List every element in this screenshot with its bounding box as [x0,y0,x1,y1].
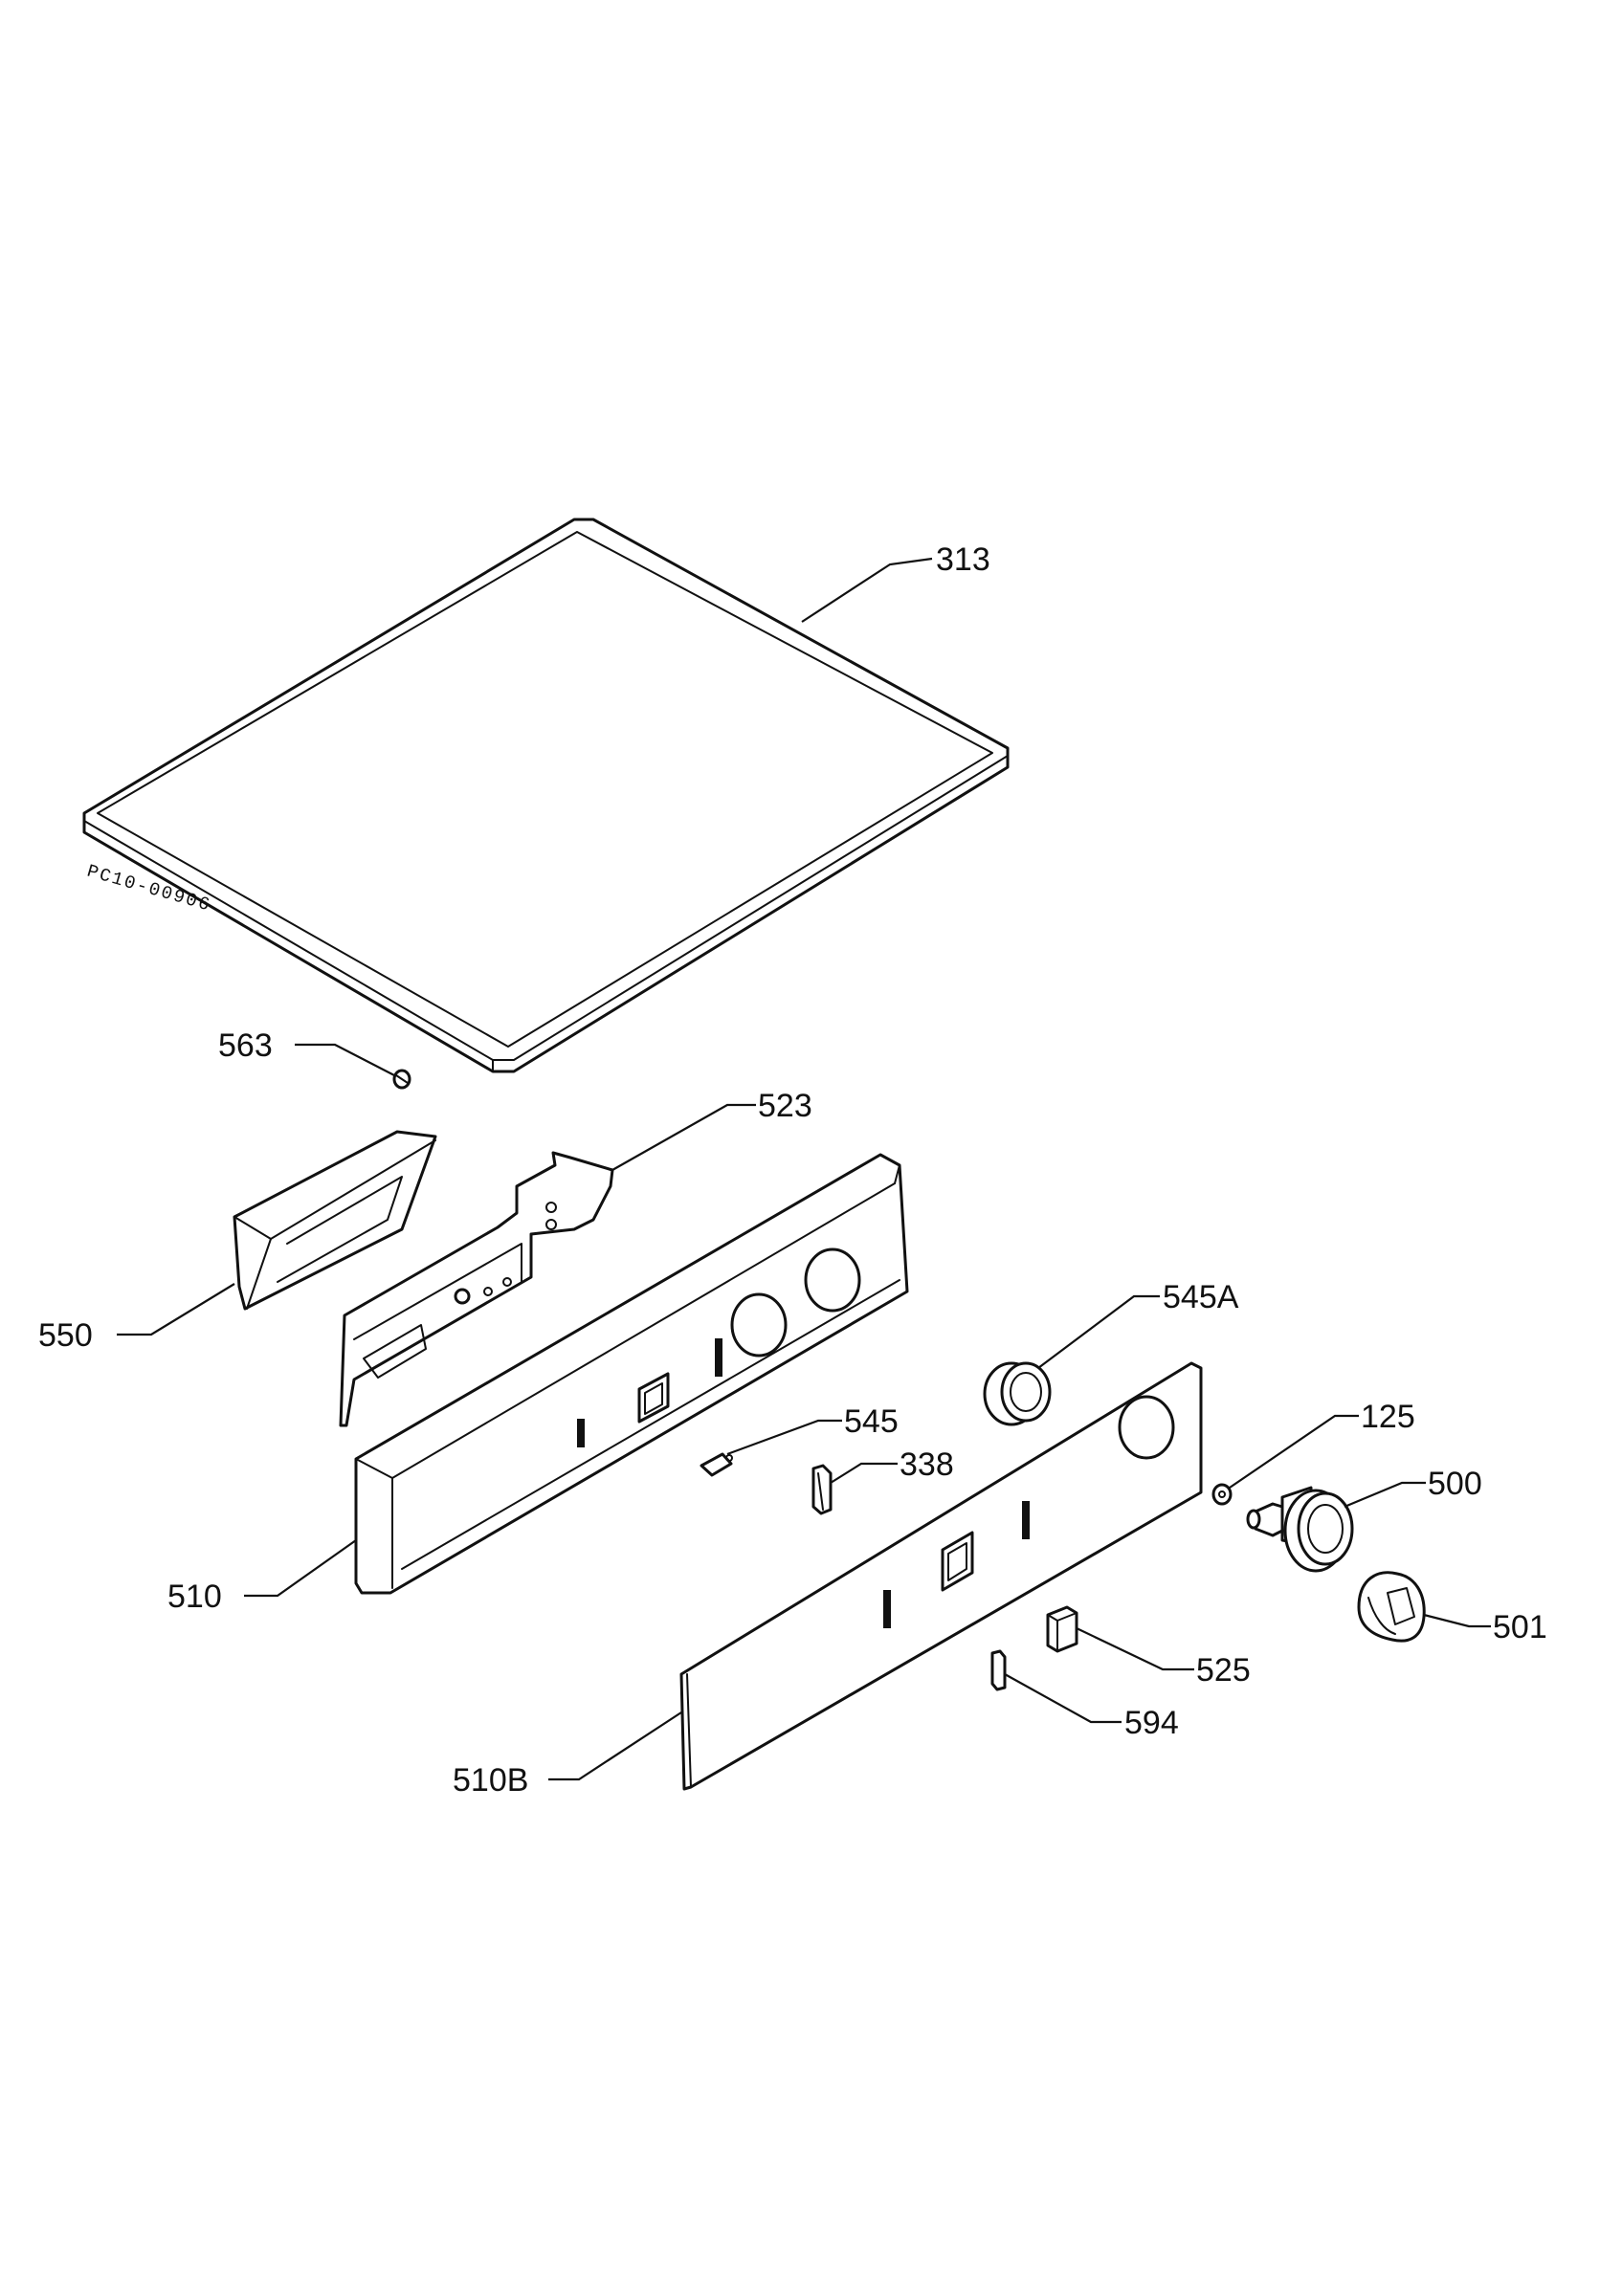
callout-545a: 545A [1163,1279,1239,1315]
leader-500 [1344,1481,1426,1509]
part-510-control-panel [354,1153,909,1595]
leader-550 [117,1283,235,1336]
part-563-screw [392,1069,411,1090]
leader-545 [726,1419,842,1456]
leader-125 [1229,1414,1359,1489]
part-550-drawer [233,1130,437,1311]
callout-594: 594 [1124,1705,1179,1741]
leader-338 [830,1462,898,1484]
callout-labels: 313 563 523 550 545A 125 545 338 500 510… [38,541,1547,1799]
leader-lines [117,557,1491,1781]
callout-500: 500 [1428,1466,1482,1502]
part-501-knob [1357,1571,1426,1643]
callout-563: 563 [218,1027,273,1064]
part-510b-fascia [679,1361,1203,1791]
leader-525 [1076,1627,1194,1671]
callout-545: 545 [844,1403,899,1440]
callout-525: 525 [1196,1652,1251,1689]
callout-523: 523 [758,1088,812,1124]
callout-510: 510 [167,1578,222,1615]
leader-510 [244,1539,357,1598]
leader-510b [548,1711,682,1781]
part-338-light-pipe [811,1464,833,1515]
part-125-nut [1211,1483,1233,1506]
callout-313: 313 [936,541,990,578]
part-594-spacer [990,1649,1007,1691]
callout-125: 125 [1361,1399,1415,1435]
callout-550: 550 [38,1317,93,1354]
leader-523 [611,1103,756,1171]
part-523-bracket [339,1151,614,1427]
callout-510b: 510B [453,1762,528,1799]
leader-545a [1037,1294,1160,1369]
leader-594 [1004,1673,1122,1724]
leader-563 [295,1043,395,1076]
callout-338: 338 [900,1446,954,1483]
part-545a-ring [983,1361,1052,1426]
part-525-button [1046,1605,1078,1653]
leader-313 [801,557,933,623]
leader-501 [1423,1613,1491,1628]
part-545-clip [700,1452,733,1477]
callout-501: 501 [1493,1609,1547,1645]
part-500-switch [1246,1486,1354,1573]
part-313-top-cover: PC10-00906 [82,518,1010,1073]
